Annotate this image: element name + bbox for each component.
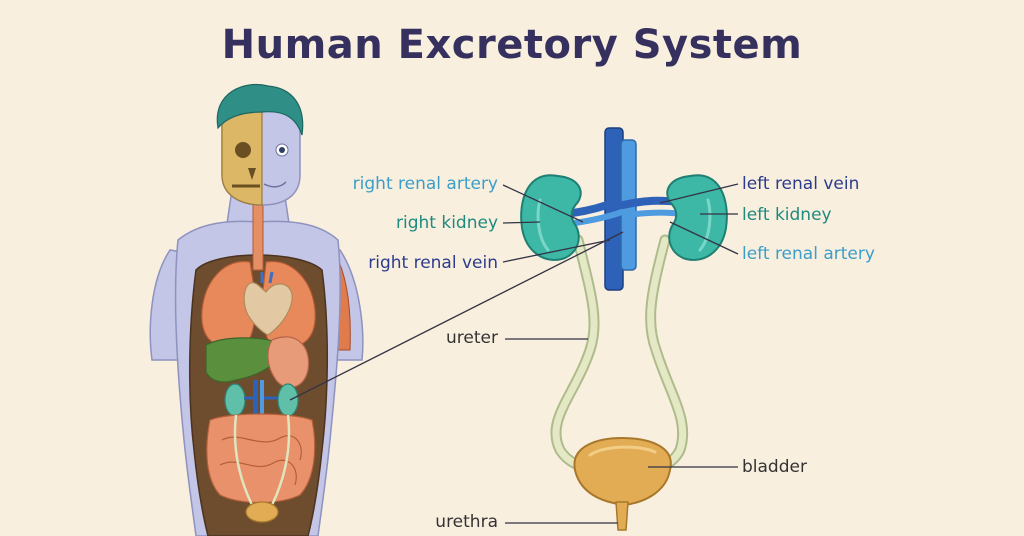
page-title: Human Excretory System: [221, 22, 803, 68]
leader-figure-to-kidneys: [289, 231, 624, 401]
label-ureter: ureter: [446, 328, 498, 348]
leader-right-renal-vein: [502, 239, 611, 263]
label-right-renal-artery: right renal artery: [352, 174, 498, 194]
label-left-renal-vein: left renal vein: [742, 174, 860, 194]
leader-left-renal-artery: [669, 221, 739, 255]
trachea: [252, 199, 264, 271]
left-ureter: [639, 234, 689, 474]
leader-left-renal-vein: [659, 183, 739, 204]
figure-right-kidney: [224, 383, 246, 417]
leader-right-renal-artery: [502, 184, 584, 223]
label-left-renal-artery: left renal artery: [742, 244, 875, 264]
right-ureter: [550, 234, 606, 474]
urethra-tube: [615, 501, 629, 531]
intestines: [206, 413, 316, 504]
kidney-system: [520, 127, 728, 531]
label-bladder: bladder: [742, 457, 807, 477]
label-right-kidney: right kidney: [396, 213, 498, 233]
figure-bladder: [245, 501, 279, 523]
label-left-kidney: left kidney: [742, 205, 832, 225]
label-urethra: urethra: [435, 512, 498, 532]
bladder: [573, 436, 672, 507]
figure-left-kidney: [277, 383, 299, 417]
label-right-renal-vein: right renal vein: [368, 253, 498, 273]
left-kidney: [666, 174, 728, 261]
heart: [243, 282, 293, 336]
human-figure: [149, 84, 364, 536]
leader-lines: [289, 183, 739, 524]
right-kidney: [520, 174, 582, 261]
right-lung: [201, 260, 257, 349]
stomach: [267, 336, 310, 388]
leader-right-kidney: [502, 221, 541, 224]
hair: [216, 84, 304, 136]
